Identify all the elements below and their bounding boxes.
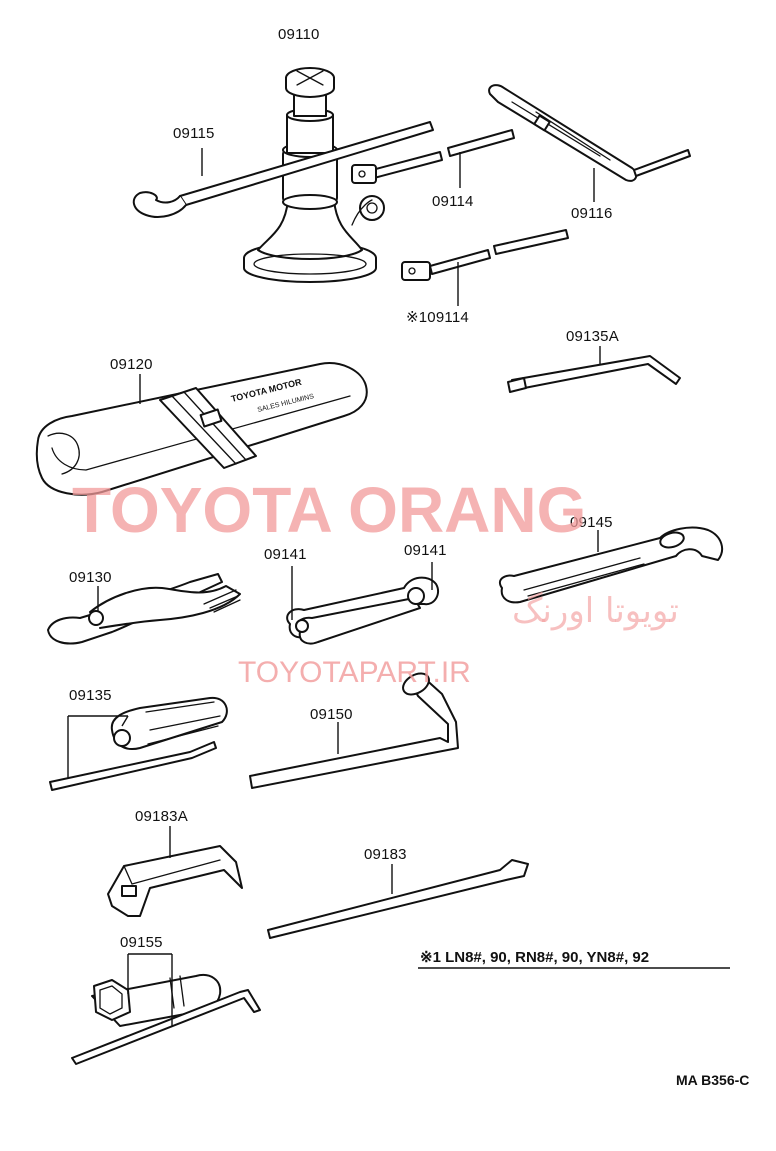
watermark-brand: TOYOTA ORANG <box>72 474 586 546</box>
jack-handle-09114-lower <box>401 229 569 306</box>
lever-09183 <box>267 859 529 939</box>
watermark-persian: تویوتا اورنگ <box>512 591 679 631</box>
label-09114-upper: 09114 <box>432 193 474 210</box>
bracket-09183a <box>107 826 243 917</box>
diagram-code: MA B356-C <box>676 1072 749 1088</box>
wrench-09116 <box>488 84 691 202</box>
applicability-footnote: ※1 LN8#, 90, RN8#, 90, YN8#, 92 <box>420 949 649 966</box>
adjustable-wrench-09145 <box>498 526 724 604</box>
label-09141-left: 09141 <box>264 546 307 563</box>
label-09183a: 09183A <box>135 808 188 825</box>
label-09120: 09120 <box>110 356 153 373</box>
pliers-09130 <box>47 573 241 645</box>
label-09135: 09135 <box>69 687 112 704</box>
label-09150: 09150 <box>310 706 353 723</box>
jack-handle-09114-upper <box>351 129 515 188</box>
label-09114-lower: ※109114 <box>406 309 469 326</box>
screwdriver-09135 <box>49 696 228 791</box>
label-09183: 09183 <box>364 846 407 863</box>
lug-wrench-09150 <box>249 672 459 789</box>
label-09115: 09115 <box>173 125 215 142</box>
label-09116: 09116 <box>571 205 613 222</box>
label-09141-right: 09141 <box>404 542 447 559</box>
wrench-09141-pair <box>286 562 440 645</box>
label-09155: 09155 <box>120 934 163 951</box>
screwdriver-09135a <box>507 346 681 393</box>
hook-wrench-09115 <box>132 121 434 218</box>
label-09145: 09145 <box>570 514 613 531</box>
label-09130: 09130 <box>69 569 112 586</box>
plug-wrench-09155 <box>71 953 261 1065</box>
label-09135a: 09135A <box>566 328 619 345</box>
label-09110: 09110 <box>278 26 320 43</box>
watermark-url: TOYOTAPART.IR <box>238 656 471 689</box>
tool-bag-09120 <box>35 362 368 496</box>
